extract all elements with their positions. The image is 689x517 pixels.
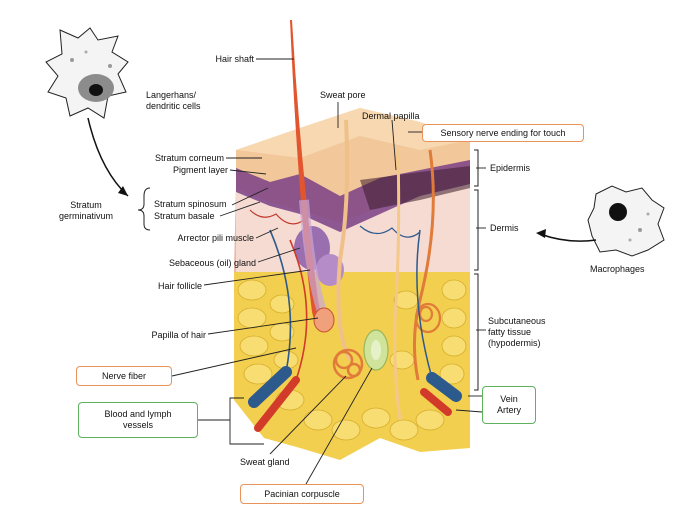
label-hair-shaft: Hair shaft (215, 54, 254, 64)
subcutaneous-fat (234, 268, 470, 460)
label-pigment-layer: Pigment layer (172, 165, 228, 175)
label-epidermis: Epidermis (490, 163, 531, 173)
label-artery: Artery (496, 405, 521, 415)
leader-lines (171, 58, 486, 485)
label-sensory-nerve-box: Sensory nerve ending for touch (422, 124, 584, 142)
label-subcutaneous-line3: (hypodermis) (488, 338, 541, 348)
label-macrophages: Macrophages (590, 264, 645, 274)
label-stratum-corneum: Stratum corneum (154, 153, 224, 163)
label-sweat-pore: Sweat pore (320, 90, 366, 100)
layer-brackets (474, 149, 479, 391)
epidermis-layer (236, 108, 470, 232)
label-stratum-germinativum-line2: germinativum (58, 211, 114, 221)
label-hair-follicle: Hair follicle (157, 281, 202, 291)
sweat-gland-shape (332, 348, 364, 380)
label-vein-artery-box: Vein Artery (482, 386, 536, 424)
label-stratum-basale: Stratum basale (154, 211, 215, 221)
label-nerve-fiber-box: Nerve fiber (76, 366, 172, 386)
blood-vessels-right (416, 229, 462, 416)
label-dermis: Dermis (490, 223, 519, 233)
label-pacinian-box: Pacinian corpuscle (240, 484, 364, 504)
label-dermal-papilla: Dermal papilla (362, 111, 420, 121)
label-sebaceous-gland: Sebaceous (oil) gland (168, 258, 256, 268)
label-sweat-gland: Sweat gland (240, 457, 290, 467)
label-langerhans-line2: dendritic cells (146, 101, 201, 111)
blood-vessels-left (248, 229, 308, 432)
label-stratum-germinativum-line1: Stratum (70, 200, 102, 210)
label-vein: Vein (500, 394, 518, 404)
label-subcutaneous-line2: fatty tissue (488, 327, 532, 337)
label-subcutaneous-line1: Subcutaneous (488, 316, 546, 326)
langerhans-cell-illustration (45, 27, 129, 119)
label-langerhans-line1: Langerhans/ (146, 90, 197, 100)
label-arrector-pili: Arrector pili muscle (177, 233, 254, 243)
macrophage-illustration (587, 185, 665, 257)
label-blood-lymph-line2: vessels (122, 420, 153, 430)
label-blood-lymph-box: Blood and lymph vessels (78, 402, 198, 438)
label-blood-lymph-line1: Blood and lymph (104, 409, 172, 419)
label-papilla-of-hair: Papilla of hair (151, 330, 206, 340)
label-stratum-spinosum: Stratum spinosum (154, 199, 227, 209)
